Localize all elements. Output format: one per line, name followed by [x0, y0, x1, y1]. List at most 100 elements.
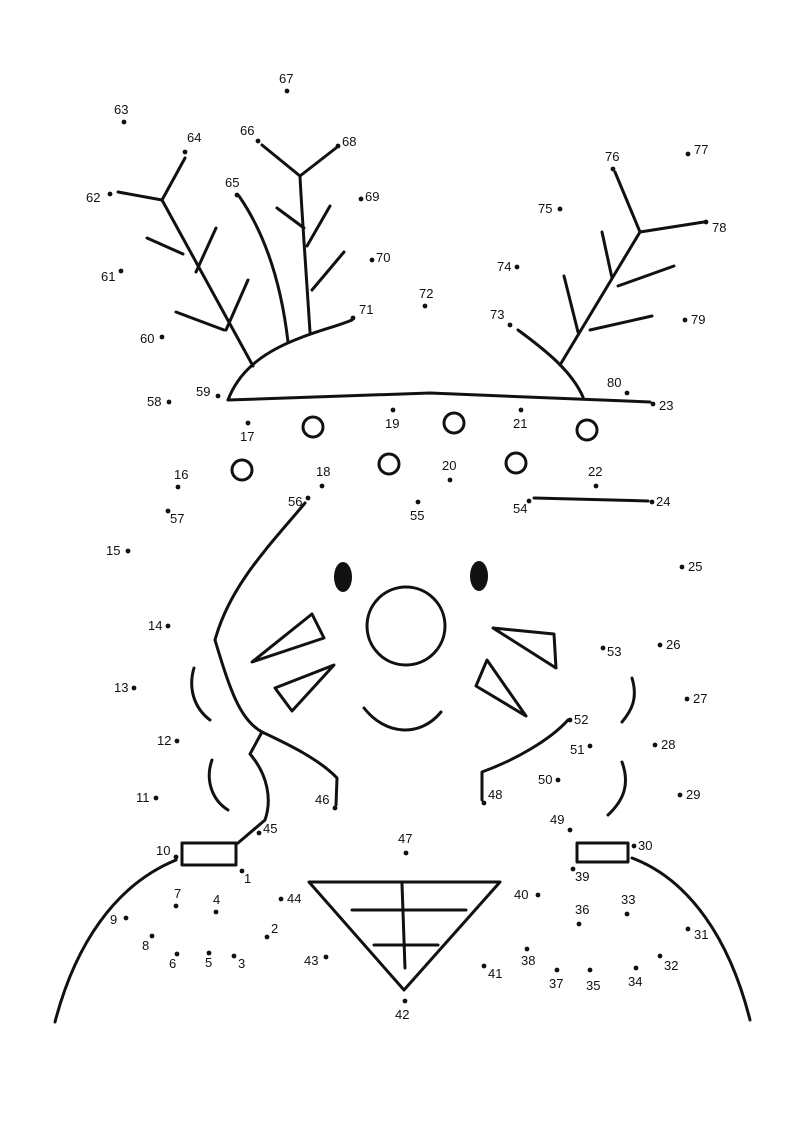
dot-label-2: 2	[271, 921, 278, 936]
dot-17	[245, 420, 251, 426]
dot-49	[567, 827, 573, 833]
dot-67	[284, 88, 290, 94]
dot-50	[555, 777, 561, 783]
dot-14	[165, 623, 171, 629]
dot-label-39: 39	[575, 869, 589, 884]
dot-label-56: 56	[288, 494, 302, 509]
dot-47	[403, 850, 409, 856]
dot-label-25: 25	[688, 559, 702, 574]
dot-label-63: 63	[114, 102, 128, 117]
hat-dot	[504, 451, 528, 475]
dot-56	[305, 495, 311, 501]
scarf-triangle	[307, 880, 502, 992]
dot-6	[174, 951, 180, 957]
dot-label-36: 36	[575, 902, 589, 917]
outline-art	[53, 143, 752, 1024]
dot-52	[567, 717, 573, 723]
dot-46	[332, 805, 338, 811]
dot-57	[165, 508, 171, 514]
dot-78	[703, 219, 709, 225]
dot-label-46: 46	[315, 792, 329, 807]
dot-label-13: 13	[114, 680, 128, 695]
dot-80	[624, 390, 630, 396]
right-eye	[470, 561, 488, 591]
dot-label-45: 45	[263, 821, 277, 836]
dot-label-77: 77	[694, 142, 708, 157]
dot-29	[677, 792, 683, 798]
dot-label-62: 62	[86, 190, 100, 205]
dot-70	[369, 257, 375, 263]
dot-label-33: 33	[621, 892, 635, 907]
left-whisker-lower	[273, 663, 336, 713]
left-lower-ear	[207, 758, 230, 812]
dot-label-6: 6	[169, 956, 176, 971]
dot-38	[524, 946, 530, 952]
dot-36	[576, 921, 582, 927]
dot-label-7: 7	[174, 886, 181, 901]
right-ear	[620, 676, 636, 724]
hat-dome-right	[516, 328, 585, 399]
dot-23	[650, 401, 656, 407]
dot-label-50: 50	[538, 772, 552, 787]
cheek-left-line	[260, 730, 339, 807]
dot-label-16: 16	[174, 467, 188, 482]
dot-43	[323, 954, 329, 960]
dot-53	[600, 645, 606, 651]
cheek-right-line	[480, 718, 570, 802]
dot-label-58: 58	[147, 394, 161, 409]
dot-32	[657, 953, 663, 959]
dot-label-74: 74	[497, 259, 511, 274]
dot-label-60: 60	[140, 331, 154, 346]
dot-72	[422, 303, 428, 309]
left-collar	[180, 841, 238, 867]
right-whisker-lower	[474, 658, 528, 718]
hat-dot	[301, 415, 325, 439]
dot-label-19: 19	[385, 416, 399, 431]
dot-18	[319, 483, 325, 489]
dot-label-22: 22	[588, 464, 602, 479]
hat-dot	[377, 452, 401, 476]
dot-label-17: 17	[240, 429, 254, 444]
dot-label-73: 73	[490, 307, 504, 322]
dot-64	[182, 149, 188, 155]
left-ear	[190, 666, 212, 722]
dot-label-68: 68	[342, 134, 356, 149]
dot-25	[679, 564, 685, 570]
dot-12	[174, 738, 180, 744]
dot-label-72: 72	[419, 286, 433, 301]
dot-label-61: 61	[101, 269, 115, 284]
dot-5	[206, 950, 212, 956]
dot-label-23: 23	[659, 398, 673, 413]
dot-label-3: 3	[238, 956, 245, 971]
dot-label-26: 26	[666, 637, 680, 652]
smile	[362, 706, 443, 732]
dot-55	[415, 499, 421, 505]
dot-label-78: 78	[712, 220, 726, 235]
dot-37	[554, 967, 560, 973]
dot-48	[481, 800, 487, 806]
dot-20	[447, 477, 453, 483]
right-shoulder	[630, 856, 752, 1022]
dot-60	[159, 334, 165, 340]
dot-11	[153, 795, 159, 801]
dot-59	[215, 393, 221, 399]
dot-31	[685, 926, 691, 932]
dot-34	[633, 965, 639, 971]
dot-68	[335, 143, 341, 149]
dot-label-51: 51	[570, 742, 584, 757]
dot-40	[535, 892, 541, 898]
dot-21	[518, 407, 524, 413]
dot-35	[587, 967, 593, 973]
dot-label-37: 37	[549, 976, 563, 991]
left-shoulder	[53, 858, 178, 1024]
dot-label-4: 4	[213, 892, 220, 907]
dot-7	[173, 903, 179, 909]
numbered-dots: 1234567891011121314151617181920212223242…	[86, 71, 726, 1022]
dot-label-8: 8	[142, 938, 149, 953]
dot-13	[131, 685, 137, 691]
dot-74	[514, 264, 520, 270]
dot-label-70: 70	[376, 250, 390, 265]
dot-label-49: 49	[550, 812, 564, 827]
